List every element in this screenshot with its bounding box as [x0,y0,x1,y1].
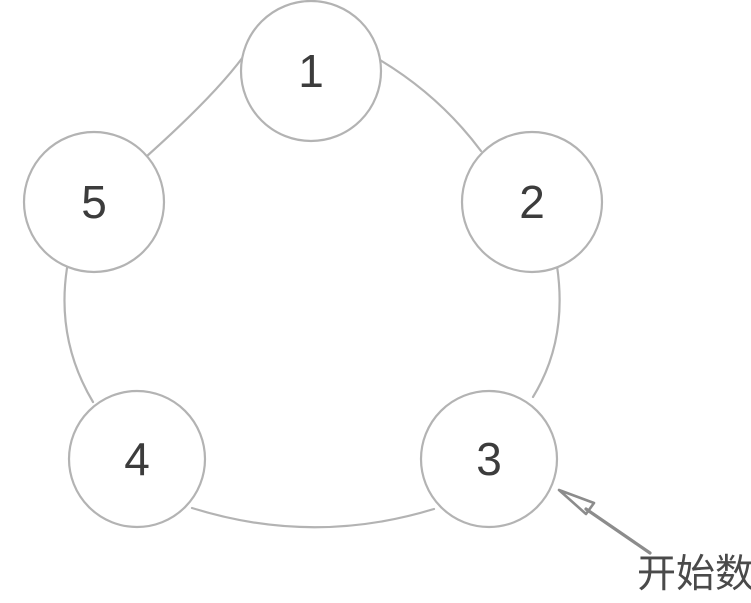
node-4-circle[interactable] [67,389,207,529]
node-3[interactable]: 3 [419,389,559,529]
pointer-arrow-shaft [584,507,652,555]
edge-2-to-3 [531,264,561,399]
node-4[interactable]: 4 [67,389,207,529]
pointer-arrow-head [557,488,596,516]
node-2-circle[interactable] [460,130,604,274]
node-3-label: 3 [476,433,502,485]
node-4-label: 4 [124,433,150,485]
node-1-circle[interactable] [239,0,383,143]
node-2-label: 2 [519,176,545,228]
start-pointer-annotation: 开始数 [557,488,751,597]
edge-4-to-5 [63,266,95,404]
edge-3-to-4 [190,506,436,529]
node-2[interactable]: 2 [460,130,604,274]
node-5-circle[interactable] [22,130,166,274]
node-5-label: 5 [81,176,107,228]
edge-5-to-1 [145,55,245,158]
start-pointer-label: 开始数 [637,552,751,597]
edge-group [63,55,561,529]
node-3-circle[interactable] [419,389,559,529]
node-1-label: 1 [298,45,324,97]
node-5[interactable]: 5 [22,130,166,274]
edge-1-to-2 [378,58,483,153]
node-1[interactable]: 1 [239,0,383,143]
